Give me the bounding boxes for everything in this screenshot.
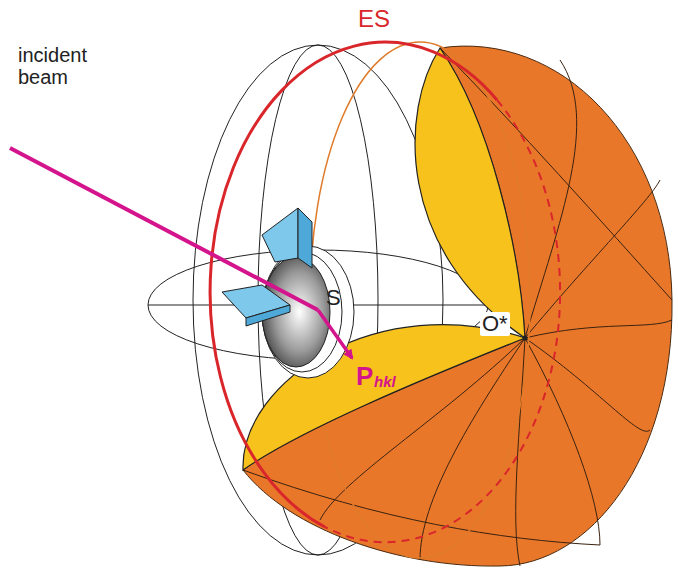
incident-beam <box>10 148 318 310</box>
beam-label: incident beam <box>18 44 108 88</box>
sample-label: S <box>326 286 341 310</box>
index-subscript: hkl <box>374 374 396 391</box>
meridian-lines <box>243 48 672 566</box>
point-label: P <box>356 362 373 391</box>
upper-petal <box>415 48 525 338</box>
origin-label: O* <box>480 312 510 336</box>
origin-point <box>523 336 528 341</box>
sphere-label: ES <box>358 6 390 32</box>
ewald-sphere-solid <box>210 42 497 527</box>
ewald-sphere-dashed <box>325 100 560 542</box>
diffraction-vector <box>318 310 352 358</box>
